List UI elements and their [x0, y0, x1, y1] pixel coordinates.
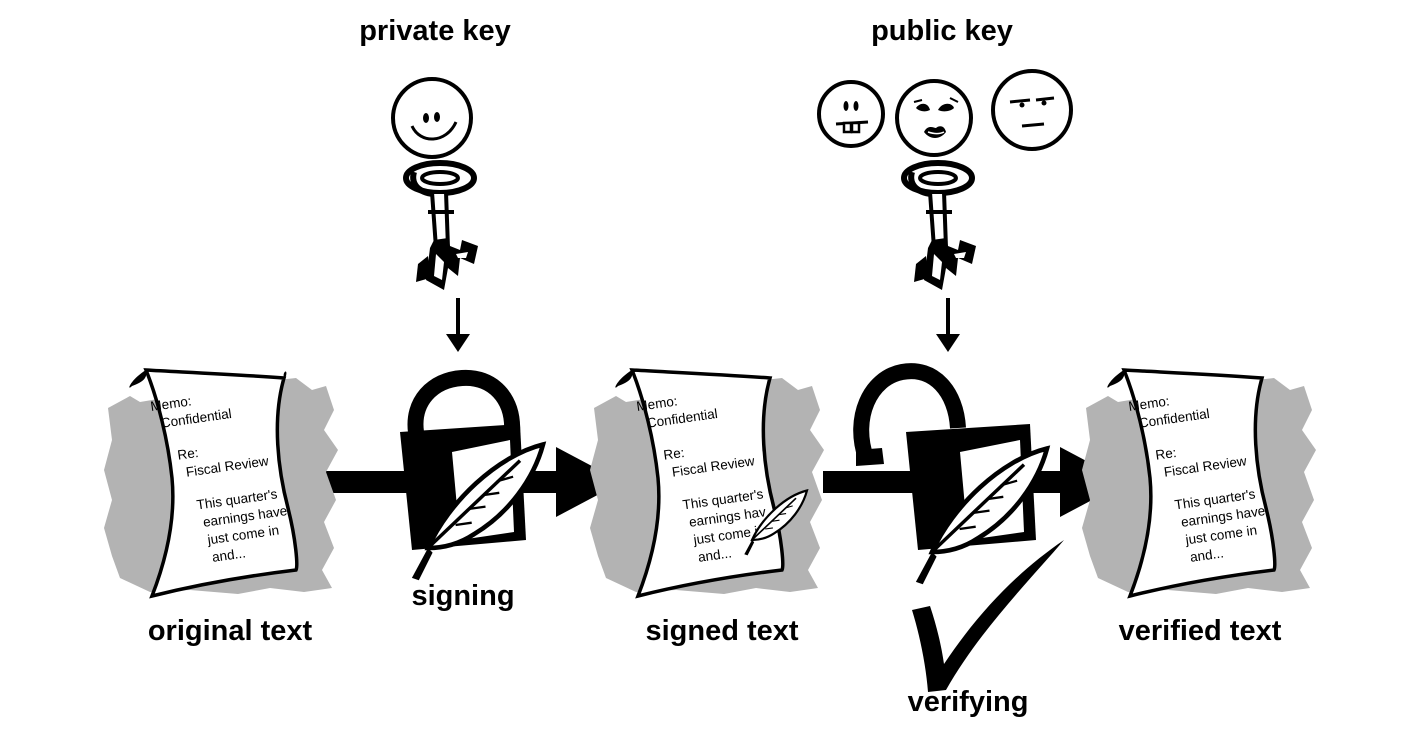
private-key-label: private key — [359, 15, 511, 47]
document-line: and... — [697, 545, 733, 565]
document-line: Re: — [662, 445, 685, 463]
private-key-icon — [406, 163, 478, 290]
public-key-icon — [904, 163, 976, 290]
smiley-face-icon — [391, 77, 473, 159]
lipstick-face-icon — [895, 79, 973, 157]
document-line: Memo: — [1127, 393, 1170, 414]
document-paper — [629, 368, 785, 599]
public-key-label: public key — [871, 15, 1013, 47]
document-paper — [1121, 368, 1277, 599]
locked-padlock-icon — [400, 369, 543, 580]
checkmark-icon — [912, 540, 1064, 692]
document-line: Re: — [176, 445, 199, 463]
unlocked-padlock-icon — [853, 363, 1047, 584]
arrow-down-icon — [936, 334, 960, 352]
key-down-arrows — [446, 298, 960, 352]
verifying-label: verifying — [908, 686, 1029, 718]
verified-text-label: verified text — [1119, 615, 1282, 647]
signing-label: signing — [411, 580, 514, 612]
buck-tooth-face-icon — [817, 80, 885, 148]
arrow-head-signing — [556, 447, 622, 517]
document-line: Re: — [1154, 445, 1177, 463]
neutral-face-icon — [991, 69, 1073, 151]
original-text-label: original text — [148, 615, 313, 647]
document-original: Memo: Confidential Re: Fiscal Review Thi… — [104, 368, 338, 599]
document-line: and... — [211, 545, 247, 565]
document-line: Memo: — [635, 393, 678, 414]
document-line: Memo: — [149, 393, 192, 414]
document-paper — [143, 368, 299, 599]
signed-text-label: signed text — [645, 615, 798, 647]
document-line: and... — [1189, 545, 1225, 565]
arrow-down-icon — [446, 334, 470, 352]
document-signed: Memo: Confidential Re: Fiscal Review Thi… — [590, 368, 824, 599]
document-verified: Memo: Confidential Re: Fiscal Review Thi… — [1082, 368, 1316, 599]
